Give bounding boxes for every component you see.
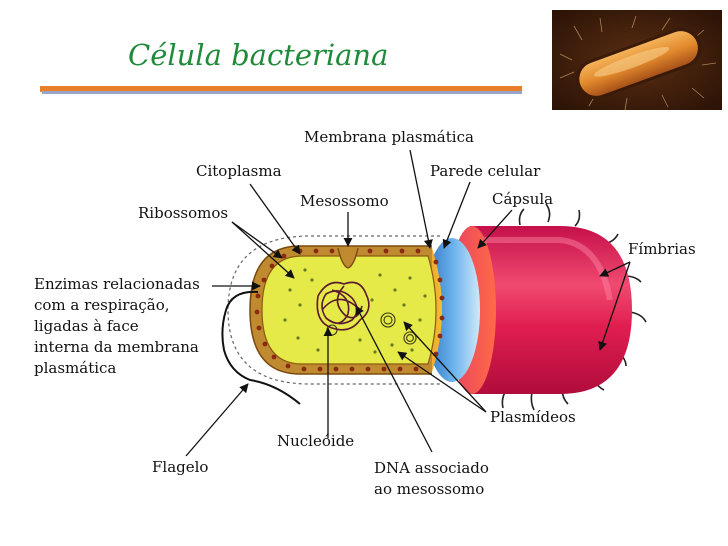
label-fimbrias: Fímbrias (628, 240, 696, 258)
label-plasmideos: Plasmídeos (490, 408, 576, 426)
label-nucleoide: Nucleóide (277, 432, 355, 450)
title-underline (40, 86, 522, 92)
label-citoplasma: Citoplasma (196, 162, 282, 180)
title-underline-shadow (42, 91, 522, 94)
label-capsula: Cápsula (492, 190, 554, 208)
label-dna-associado: DNA associado ao mesossomo (374, 459, 489, 498)
page-title: Célula bacteriana (128, 38, 389, 72)
bacterium-photo (552, 10, 722, 110)
label-parede-celular: Parede celular (430, 162, 541, 180)
ribosomes (283, 268, 427, 354)
label-flagelo: Flagelo (152, 458, 209, 476)
flagellum (221, 290, 301, 405)
label-membrana-plasmatica: Membrana plasmática (304, 128, 474, 146)
capsule (470, 226, 632, 394)
mesosome (337, 247, 359, 269)
label-mesossomo: Mesossomo (300, 192, 389, 210)
label-enzimas: Enzimas relacionadas com a respiração, l… (34, 275, 200, 377)
label-ribossomos: Ribossomos (138, 204, 229, 222)
